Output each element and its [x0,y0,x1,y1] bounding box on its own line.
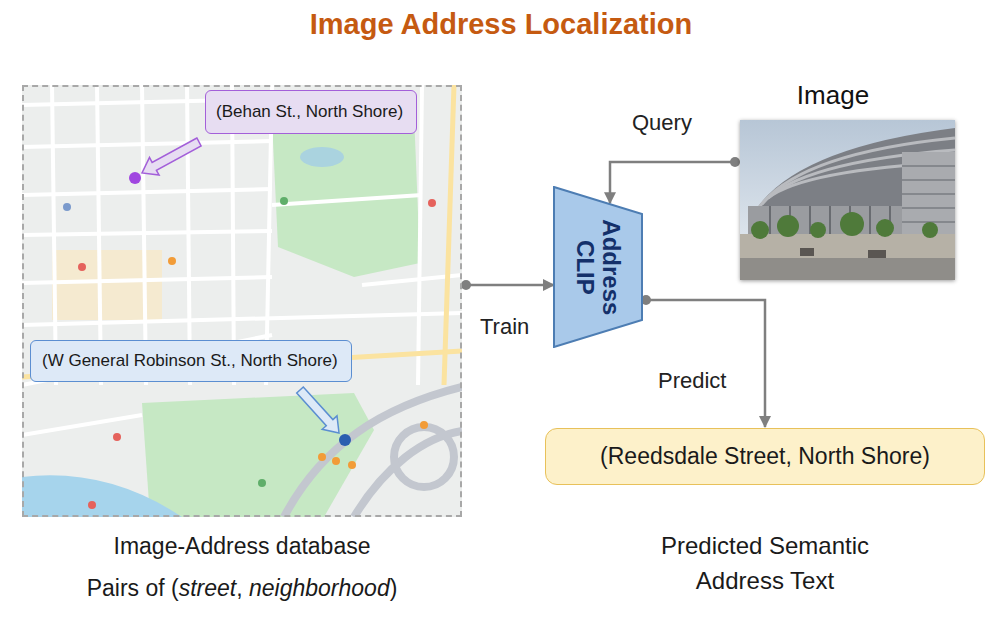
photo-frame [740,120,955,280]
caption-holder: Image-Address database [22,533,462,560]
edge-label: Predict [656,368,728,394]
address-callout: (Behan St., North Shore) [205,90,417,134]
illustration-part [63,203,71,211]
image-heading-holder: Image [738,80,928,111]
illustration-part [22,475,182,517]
italic-word: neighborhood [249,575,390,601]
connector-dot [730,157,740,167]
illustration-part [740,120,955,280]
illustration-part [300,147,344,167]
illustration-part [258,479,266,487]
stadium-photo [740,120,955,280]
trapezoid-shape [554,187,642,347]
illustration-part [22,141,272,147]
italic-word: street [179,575,237,601]
address-text: (Behan St., North Shore) [216,102,403,122]
illustration-part [869,206,871,234]
illustration-part [751,212,938,239]
illustration-part [22,85,462,517]
callout-arrows [142,138,339,433]
illustration-part [902,165,955,167]
connector-arrow [610,162,735,203]
illustration-part [777,215,799,237]
illustration-part [78,263,86,271]
illustration-part [902,193,955,195]
illustration-part [113,433,121,441]
prediction-text: (Reedsdale Street, North Shore) [600,443,930,470]
illustration-part [800,248,886,258]
illustration-part [142,393,374,517]
image-heading: Image [738,80,928,111]
edge-label-holder: Query [630,110,694,136]
illustration-part [769,206,771,234]
model-name-holder: Address CLIP [572,211,625,323]
title-holder: Image Address Localization [0,8,1002,41]
illustration-part [428,199,436,207]
edge-label-holder: Train [478,314,531,340]
illustration-part [168,257,176,265]
illustration-part [810,222,826,238]
caption: Image-Address database [22,533,462,560]
illustration-part [318,453,326,461]
prediction-text-holder: Predicted Semantic Address Text [625,529,905,599]
illustration-part [840,212,864,236]
illustration-part [418,85,422,385]
illustration-part [22,313,462,325]
callout-arrow [297,387,339,433]
prediction-text-holder: (Reedsdale Street, North Shore) [545,443,985,470]
title: Image Address Localization [0,8,1002,41]
illustration-part [740,120,955,280]
illustration-part [280,197,288,205]
connector-dot [461,280,471,290]
illustration-part [444,85,454,385]
caption-holder: Pairs of (street, neighborhood) [22,575,462,602]
illustration-part [751,221,769,239]
address-text-holder: (Behan St., North Shore) [216,102,403,122]
database-map: (Behan St., North Shore) (W General Robin… [22,85,462,625]
illustration-part [902,179,955,181]
edge-label-holder: Predict [656,368,728,394]
street-map [22,85,462,517]
callout-arrow [142,138,201,175]
prediction-box: (Reedsdale Street, North Shore) Predicted… [545,428,985,599]
illustration-part [88,501,96,509]
connector-arrow [466,284,554,287]
address-text: (W General Robinson St., North Shore) [42,351,338,371]
prediction-text: Predicted Semantic Address Text [625,529,905,599]
illustration-part [902,152,955,234]
illustration-part [332,457,340,465]
illustration-part [284,387,462,517]
illustration-part [740,258,955,280]
illustration-part [420,421,428,429]
connector-arrow [646,300,765,427]
illustration-part [902,207,955,209]
illustration-part [922,222,938,238]
illustration-part [284,387,462,517]
caption: Pairs of (street, neighborhood) [22,575,462,602]
model-trapezoid: Address CLIP [553,186,643,348]
illustration-part [902,166,955,222]
illustration-part [22,85,462,385]
address-text-holder: (W General Robinson St., North Shore) [42,351,338,371]
illustration-part [348,461,356,469]
edge-label: Train [478,314,531,340]
location-dot [339,434,351,446]
illustration-part [22,85,462,435]
illustration-part [876,219,894,237]
illustration-part [829,206,831,234]
illustration-part [22,85,462,517]
illustration-part [868,250,886,258]
address-callout: (W General Robinson St., North Shore) [30,340,352,382]
illustration-part [740,234,955,280]
illustration-part [394,427,454,487]
illustration-part [22,415,142,435]
illustration-part [272,195,422,205]
map-frame [22,85,462,517]
query-image: Image [738,78,958,283]
edge-label: Query [630,110,694,136]
location-dot [129,172,141,184]
model-name: Address CLIP [572,211,625,323]
illustration-part [800,248,814,256]
